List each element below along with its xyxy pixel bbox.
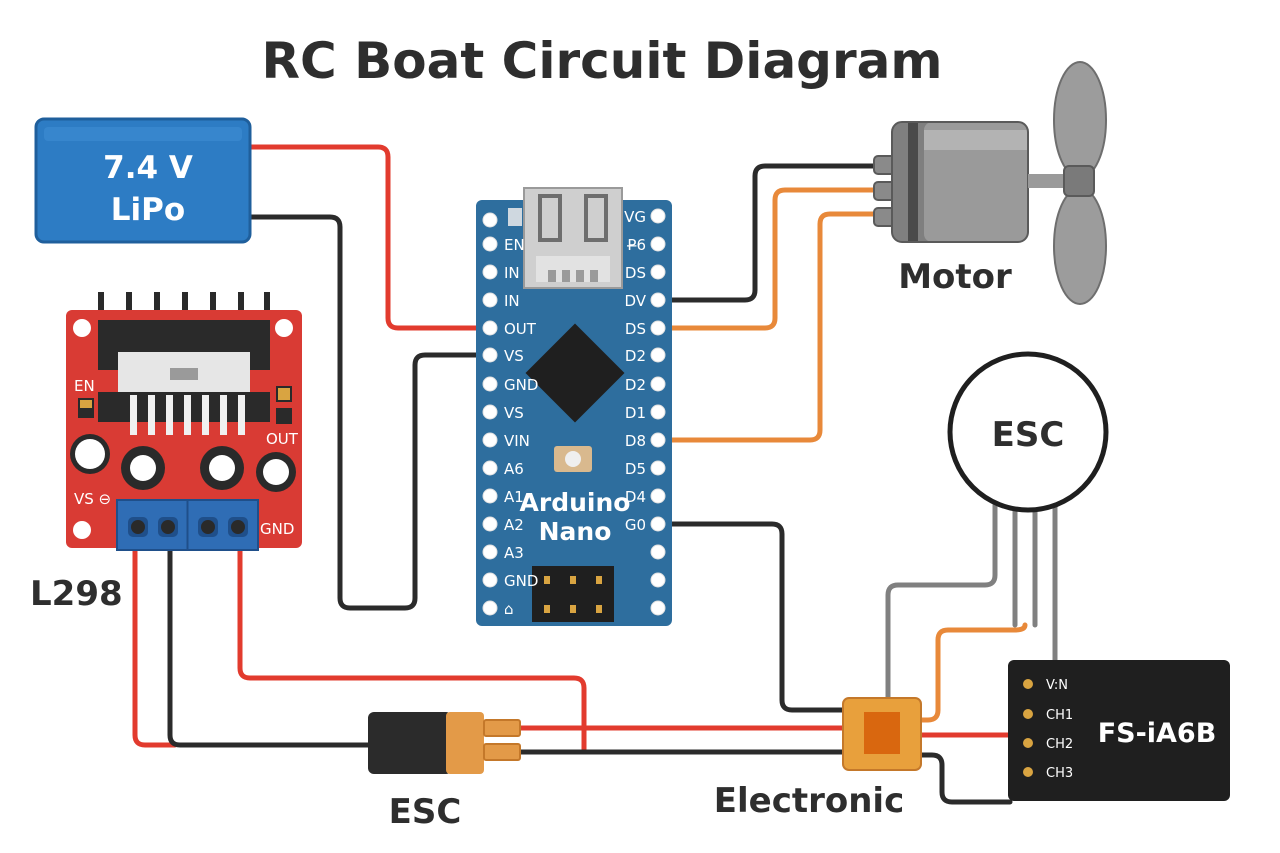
receiver-pin-label: CH2	[1046, 737, 1073, 752]
nano-pin-label: G0	[625, 516, 646, 534]
arduino-nano: EN IN IN OUT VS GND VS VIN A6 A1 A2 A3 G…	[476, 187, 672, 626]
nano-pin-label: VIN	[504, 432, 530, 450]
nano-pin-label: A3	[504, 544, 524, 562]
esc-component: ESC	[947, 351, 1109, 513]
nano-pin-label: D2	[625, 347, 646, 365]
battery-voltage: 7.4 V	[103, 150, 193, 186]
nano-pin-label: EN	[504, 236, 525, 254]
nano-pin-label: IN	[504, 264, 520, 282]
wire-esc-gray-1	[885, 502, 998, 703]
nano-pin-label: D4	[625, 488, 646, 506]
motor	[873, 61, 1107, 305]
diagram-title: RC Boat Circuit Diagram	[262, 32, 943, 90]
wire-motor-black	[657, 163, 883, 303]
wire-esc-orange	[917, 622, 1028, 723]
wire-battery-positive	[247, 144, 489, 331]
wires	[132, 144, 1058, 805]
nano-pin-label: A2	[504, 516, 524, 534]
nano-left-pin-labels: EN IN IN OUT VS GND VS VIN A6 A1 A2 A3 G…	[504, 236, 538, 618]
nano-pin-label: DS	[625, 320, 646, 338]
nano-name-line1: Arduino	[520, 488, 631, 517]
lipo-battery: 7.4 V LiPo	[34, 117, 252, 244]
esc-connector-label: ESC	[389, 792, 462, 832]
nano-pin-label: IN	[504, 292, 520, 310]
receiver-fs-ia6b: V:N CH1 CH2 CH3 FS-iA6B	[1008, 660, 1230, 801]
esc-circle-label: ESC	[992, 415, 1065, 455]
microcontroller-chip	[525, 323, 625, 423]
wire-l298-black	[167, 547, 375, 748]
nano-pin-label: D2	[625, 376, 646, 394]
nano-pin-label: D8	[625, 432, 646, 450]
nano-pin-label: VG	[624, 208, 646, 226]
l298-pin-out: OUT	[266, 430, 299, 448]
nano-pin-label: GND	[504, 376, 538, 394]
nano-pin-label: ⌂	[504, 600, 514, 618]
xt60-connector	[368, 712, 521, 774]
propeller	[1053, 61, 1107, 305]
nano-pin-label: D5	[625, 460, 646, 478]
receiver-pin-label: V:N	[1046, 678, 1068, 693]
receiver-name: FS-iA6B	[1098, 718, 1217, 749]
nano-pin-label: GND	[504, 572, 538, 590]
nano-pin-label: A6	[504, 460, 524, 478]
icsp-header	[532, 566, 614, 622]
nano-right-pin-labels: VG P̶6 DS DV DS D2 D2 D1 D8 D5 D4 G0	[624, 208, 647, 534]
l298-label: L298	[30, 574, 123, 614]
electronic-label: Electronic	[714, 781, 905, 821]
nano-pin-label: VS	[504, 404, 524, 422]
nano-pin-label: VS	[504, 347, 524, 365]
wire-l298-red-left	[132, 547, 178, 748]
wire-electronic-black-to-rx	[917, 752, 1013, 805]
nano-pin-label: DV	[624, 292, 646, 310]
nano-pin-label: D1	[625, 404, 646, 422]
nano-name-line2: Nano	[539, 517, 612, 546]
electronic-connector	[842, 697, 922, 771]
wire-motor-orange-1	[657, 187, 883, 331]
nano-right-pin-holes	[650, 208, 666, 616]
wire-signal-black	[657, 521, 848, 713]
motor-label: Motor	[898, 257, 1012, 297]
nano-pin-label: DS	[625, 264, 646, 282]
l298-pin-vs: VS ⊖	[74, 490, 111, 508]
wire-motor-orange-2	[657, 211, 883, 443]
nano-pin-label: OUT	[504, 320, 537, 338]
receiver-pin-label: CH3	[1046, 766, 1073, 781]
usb-connector	[523, 187, 623, 289]
battery-type: LiPo	[111, 192, 185, 228]
wire-l298-red-right	[237, 547, 587, 755]
l298-pin-gnd: GND	[260, 520, 294, 538]
l298-module: EN OUT VS ⊖ GND	[66, 292, 302, 551]
receiver-pin-label: CH1	[1046, 708, 1073, 723]
l298-screw-terminal	[116, 499, 259, 551]
nano-pin-label: A1	[504, 488, 524, 506]
wire-battery-negative	[247, 214, 489, 611]
l298-pin-en: EN	[74, 377, 95, 395]
nano-pin-label: P̶6	[626, 236, 646, 254]
nano-left-pin-holes	[482, 212, 498, 616]
